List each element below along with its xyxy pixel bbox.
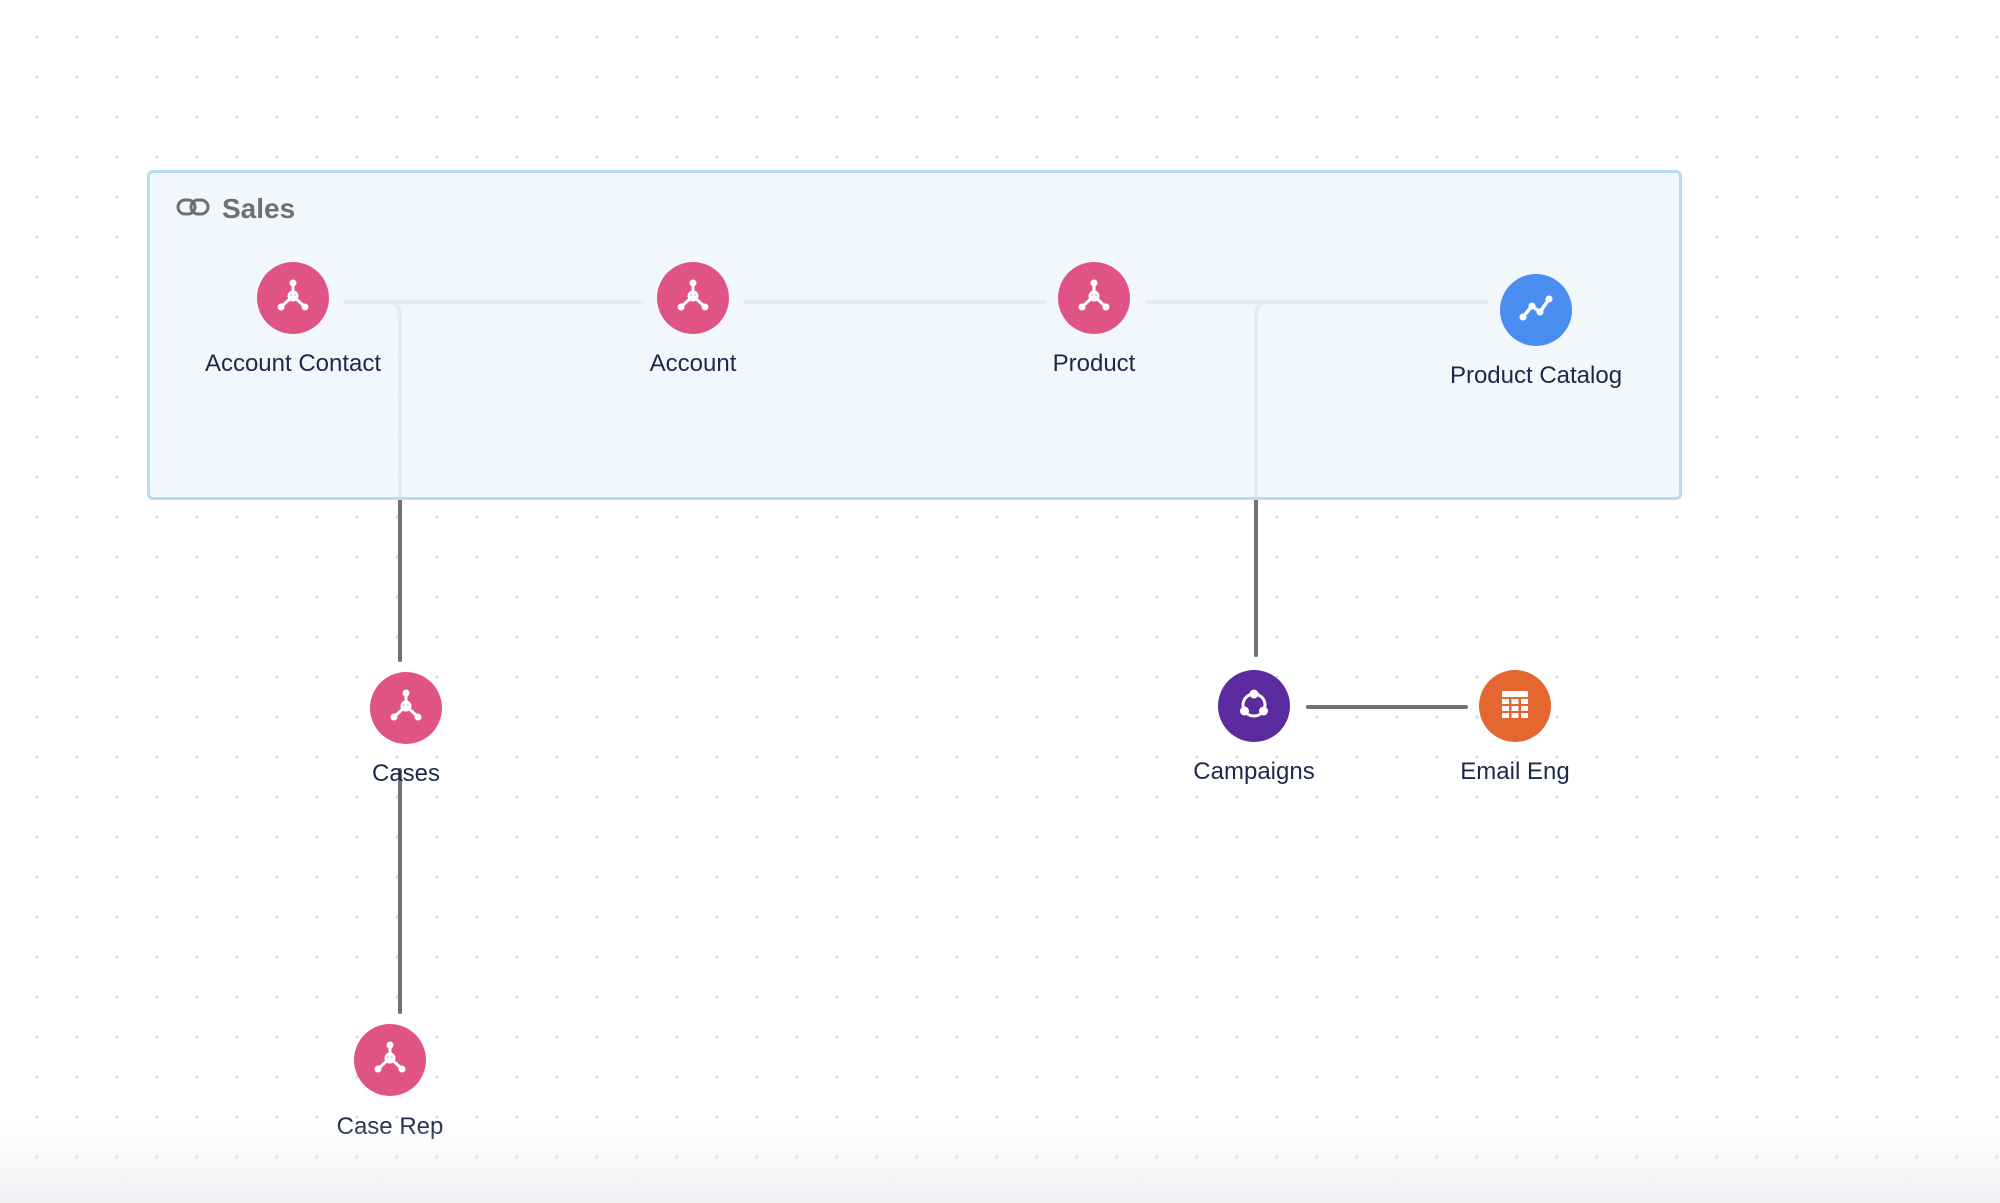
node-label-cases: Cases [371, 760, 441, 787]
data-model-icon [384, 684, 428, 733]
data-model-icon [1072, 274, 1116, 323]
node-label-case-rep: Case Rep [336, 1113, 444, 1140]
node-label-product-catalog: Product Catalog [1449, 362, 1623, 389]
node-label-account: Account [649, 350, 737, 377]
trend-line-icon [1514, 286, 1558, 335]
table-grid-icon [1493, 682, 1537, 731]
node-account[interactable] [657, 262, 729, 334]
node-product-catalog[interactable] [1500, 274, 1572, 346]
data-model-icon [671, 274, 715, 323]
node-label-account-contact: Account Contact [204, 350, 382, 377]
node-account-contact[interactable] [257, 262, 329, 334]
group-title: Sales [222, 193, 296, 224]
node-label-campaigns: Campaigns [1193, 758, 1315, 785]
node-label-product: Product [1052, 350, 1136, 377]
data-model-icon [271, 274, 315, 323]
campaign-icon [1232, 682, 1276, 731]
sales-group[interactable]: Sales [147, 170, 1682, 500]
data-model-icon [368, 1036, 412, 1085]
node-cases[interactable] [370, 672, 442, 744]
node-campaigns[interactable] [1218, 670, 1290, 742]
node-label-email-eng: Email Eng [1460, 758, 1570, 785]
group-header: Sales [176, 193, 295, 225]
link-icon [176, 197, 210, 222]
node-email-eng[interactable] [1479, 670, 1551, 742]
node-case-rep[interactable] [354, 1024, 426, 1096]
node-product[interactable] [1058, 262, 1130, 334]
